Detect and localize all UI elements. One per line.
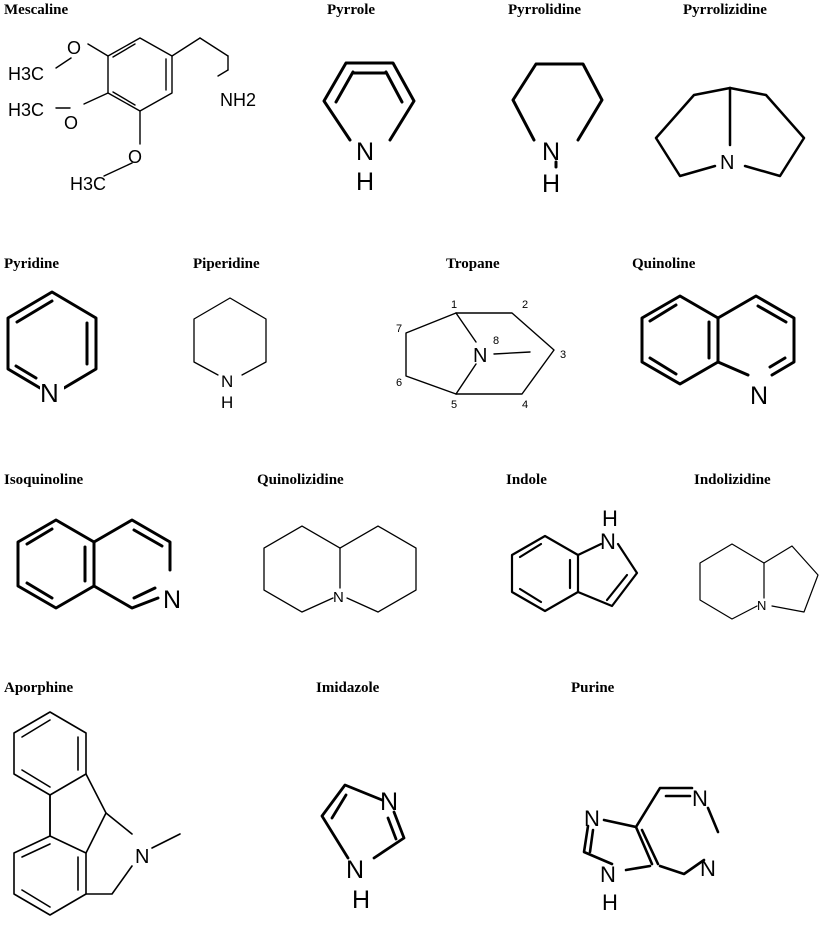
tropane-label-7: 7	[396, 323, 402, 335]
title-indole: Indole	[506, 472, 547, 488]
structure-imidazole: N N H	[320, 783, 406, 914]
piperidine-label-n: N	[221, 372, 233, 391]
aporphine-label-n: N	[135, 846, 149, 868]
mescaline-label-ch3c: H3C	[70, 174, 106, 194]
structure-indole: N H	[510, 506, 639, 613]
title-pyrrolidine: Pyrrolidine	[508, 2, 582, 18]
tropane-label-2: 2	[522, 299, 528, 311]
pyrrolidine-label-n: N	[542, 138, 560, 166]
title-isoquinoline: Isoquinoline	[4, 472, 84, 488]
title-imidazole: Imidazole	[316, 680, 380, 696]
indolizidine-label-n: N	[757, 598, 766, 613]
tropane-label-3: 3	[560, 349, 566, 361]
title-mescaline: Mescaline	[4, 2, 69, 18]
structure-aporphine: N	[13, 711, 181, 916]
mescaline-label-o1: O	[67, 38, 81, 58]
structure-pyridine: N	[6, 290, 98, 408]
title-pyridine: Pyridine	[4, 256, 59, 272]
tropane-label-4: 4	[522, 399, 528, 411]
tropane-label-8: 8	[493, 335, 499, 347]
imidazole-label-n2: N	[346, 856, 364, 884]
quinolizidine-label-n: N	[333, 589, 344, 606]
mescaline-label-ch3b: H3C	[8, 100, 44, 120]
title-quinolizidine: Quinolizidine	[257, 472, 344, 488]
pyridine-label-n: N	[40, 378, 59, 408]
purine-label-h: H	[602, 890, 618, 915]
imidazole-label-n1: N	[380, 788, 398, 816]
piperidine-label-h: H	[221, 393, 233, 412]
purine-label-n3: N	[700, 856, 716, 881]
title-pyrrole: Pyrrole	[327, 2, 376, 18]
tropane-label-1: 1	[451, 299, 457, 311]
structure-quinoline: N	[640, 294, 796, 410]
purine-label-n4: N	[600, 862, 616, 887]
title-purine: Purine	[571, 680, 615, 696]
tropane-label-n: N	[473, 345, 487, 367]
structure-tropane: N 1 2 3 4 5 6 7 8	[396, 299, 566, 411]
pyrrole-label-h: H	[356, 168, 374, 196]
structure-quinolizidine: N	[263, 525, 417, 613]
title-pyrrolizidine: Pyrrolizidine	[683, 2, 767, 18]
mescaline-label-ch3a: H3C	[8, 64, 44, 84]
structure-pyrrolizidine: N	[654, 86, 806, 178]
purine-label-n2: N	[692, 786, 708, 811]
structure-pyrrole: N H	[322, 61, 416, 196]
quinoline-label-n: N	[750, 382, 768, 410]
pyrrole-label-n: N	[356, 138, 374, 166]
pyrrolizidine-label-n: N	[720, 152, 734, 174]
structure-isoquinoline: N	[16, 518, 181, 614]
structure-piperidine: N H	[193, 297, 267, 412]
structure-purine: N N N N H	[582, 786, 720, 915]
tropane-label-5: 5	[451, 399, 457, 411]
title-quinoline: Quinoline	[632, 256, 696, 272]
structure-mescaline: O O O H3C H3C H3C NH2	[8, 37, 256, 194]
title-tropane: Tropane	[446, 256, 500, 272]
tropane-label-6: 6	[396, 377, 402, 389]
indole-label-n: N	[600, 529, 616, 554]
mescaline-label-o2: O	[64, 113, 78, 133]
mescaline-label-o3: O	[128, 147, 142, 167]
isoquinoline-label-n: N	[163, 586, 181, 614]
title-aporphine: Aporphine	[4, 680, 74, 696]
pyrrolidine-label-h: H	[542, 170, 560, 198]
title-indolizidine: Indolizidine	[694, 472, 771, 488]
structure-pyrrolidine: N H	[511, 62, 604, 198]
imidazole-label-h: H	[352, 886, 370, 914]
indole-label-h: H	[602, 506, 618, 531]
mescaline-label-nh2: NH2	[220, 90, 256, 110]
purine-label-n1: N	[584, 806, 600, 831]
structure-indolizidine: N	[699, 543, 819, 620]
title-piperidine: Piperidine	[193, 256, 260, 272]
